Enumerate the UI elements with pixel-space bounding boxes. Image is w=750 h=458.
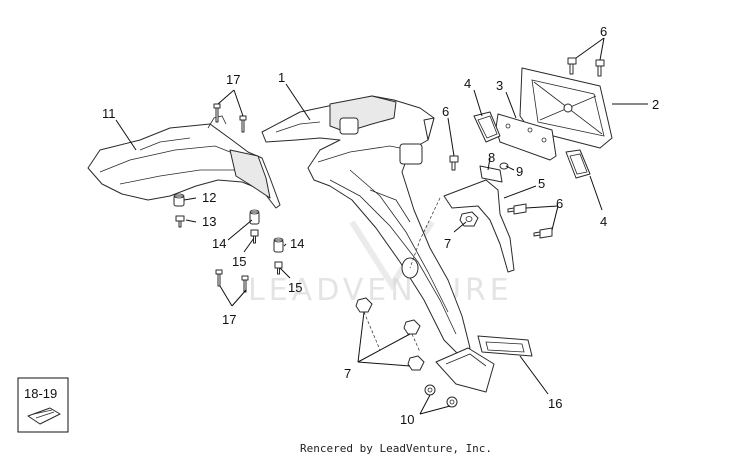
callout-6-top: 6 <box>600 24 607 39</box>
callout-12: 12 <box>202 190 216 205</box>
part-16-reflector[interactable] <box>477 335 533 357</box>
part-7-nut-mid[interactable] <box>459 211 479 227</box>
callout-15-right: 15 <box>288 280 302 295</box>
part-12-spacer[interactable] <box>173 193 185 207</box>
leader-lines <box>115 37 648 415</box>
callout-8: 8 <box>488 150 495 165</box>
part-17-screws-bottom[interactable] <box>215 269 249 293</box>
callout-13: 13 <box>202 214 216 229</box>
part-6-screws-right[interactable] <box>507 203 553 239</box>
part-4-pad-left[interactable] <box>473 111 501 143</box>
callout-labels: 1 2 3 4 4 5 6 6 6 7 7 8 9 10 11 12 13 14… <box>102 24 659 427</box>
callout-14-right: 14 <box>290 236 304 251</box>
part-15-screw-left[interactable] <box>250 229 259 244</box>
license-plate-bracket-lower[interactable] <box>435 347 495 393</box>
part-6-screw-mid[interactable] <box>449 155 459 171</box>
callout-17-top: 17 <box>226 72 240 87</box>
callout-4-upper: 4 <box>464 76 471 91</box>
kit-box-18-19[interactable]: 18-19 <box>17 377 69 433</box>
part-1-plate-holder[interactable] <box>261 95 471 355</box>
part-17-screws-top[interactable] <box>213 103 247 133</box>
callout-6-mid: 6 <box>442 104 449 119</box>
part-7-nuts-bottom[interactable] <box>355 297 425 371</box>
part-11-rear-fender[interactable] <box>87 115 281 209</box>
callout-2: 2 <box>652 97 659 112</box>
callout-15-left: 15 <box>232 254 246 269</box>
part-6-screws-top[interactable] <box>567 57 605 77</box>
callout-14-left: 14 <box>212 236 226 251</box>
credit-text: Rencered by LeadVenture, Inc. <box>300 442 492 455</box>
part-8-spacer[interactable] <box>479 165 503 183</box>
callout-5: 5 <box>538 176 545 191</box>
callout-10: 10 <box>400 412 414 427</box>
part-9-washer[interactable] <box>499 162 509 170</box>
part-15-screw-right[interactable] <box>274 261 283 275</box>
callout-11: 11 <box>102 106 116 121</box>
part-4-pad-right[interactable] <box>565 149 591 179</box>
part-5-reflector-bracket[interactable] <box>409 179 515 273</box>
callout-3: 3 <box>496 78 503 93</box>
callout-1: 1 <box>278 70 285 85</box>
kit-icon <box>27 407 61 425</box>
part-14-spacer-left[interactable] <box>249 209 260 225</box>
callout-9: 9 <box>516 164 523 179</box>
callout-17-bottom: 17 <box>222 312 236 327</box>
watermark-text: LEADVENTURE <box>248 273 513 308</box>
callout-6-right: 6 <box>556 196 563 211</box>
callout-7-mid: 7 <box>444 236 451 251</box>
part-14-spacer-right[interactable] <box>273 237 284 253</box>
part-13-screw[interactable] <box>175 215 185 228</box>
kit-box-label: 18-19 <box>24 386 57 401</box>
callout-7-lower: 7 <box>344 366 351 381</box>
callout-4-lower: 4 <box>600 214 607 229</box>
callout-16: 16 <box>548 396 562 411</box>
